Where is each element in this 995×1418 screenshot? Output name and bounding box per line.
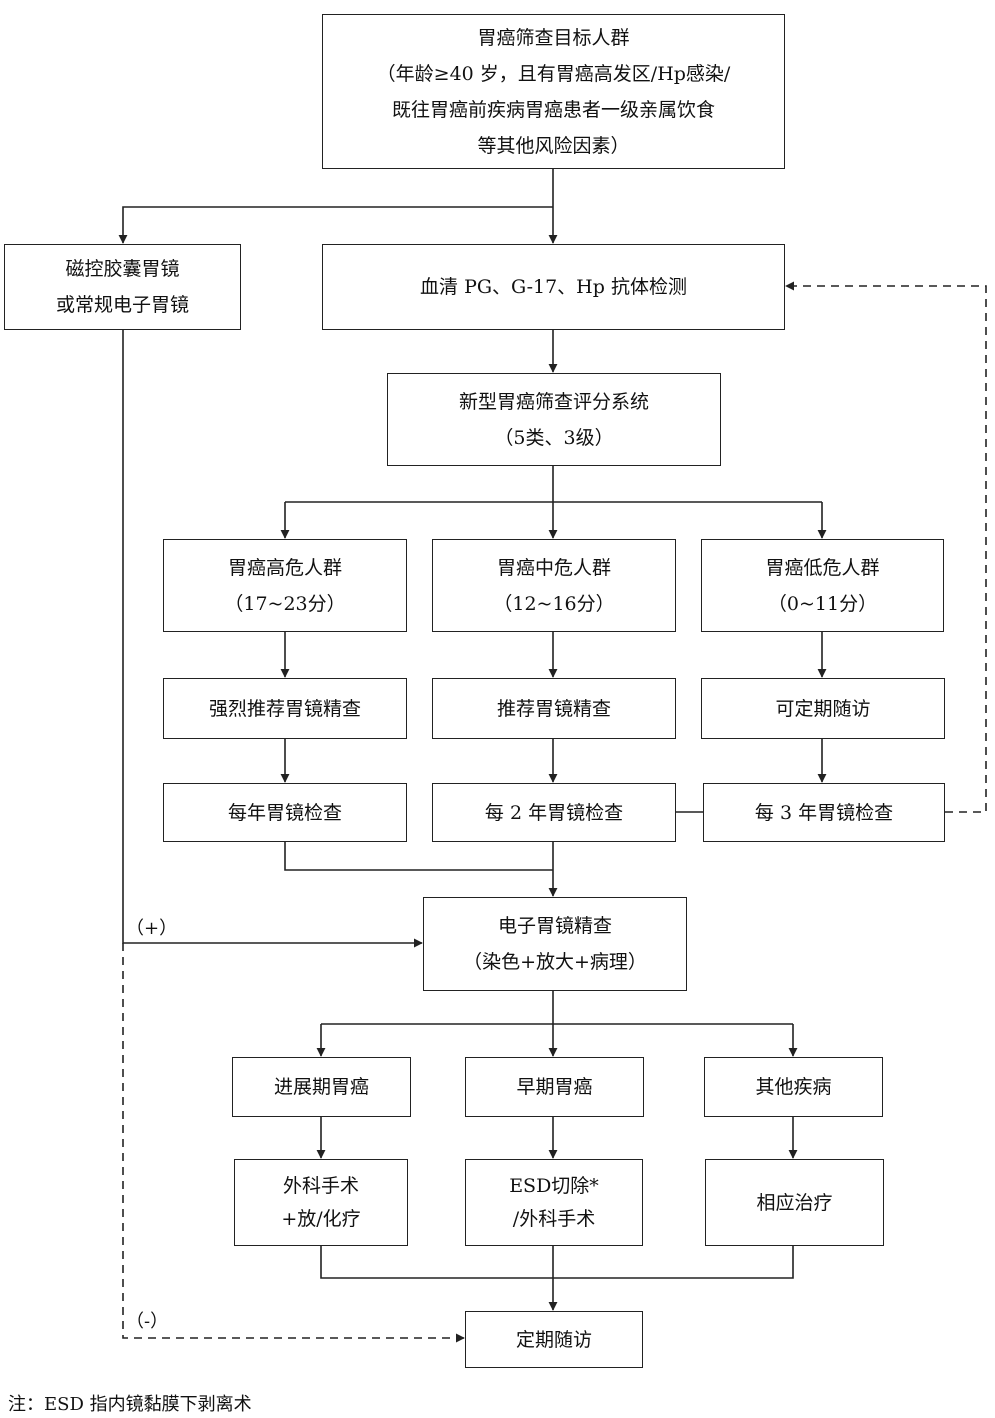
esd-box: ESD切除* /外科手术 — [465, 1159, 643, 1246]
edge-yearly-merge — [284, 841, 553, 871]
low-risk-line-2: （0~11分） — [767, 592, 878, 615]
negative-label: （-） — [126, 1311, 169, 1332]
early-cancer-label: 早期胃癌 — [516, 1076, 593, 1098]
footnote: 注：ESD 指内镜黏膜下剥离术 — [8, 1394, 252, 1415]
surgery-line-2: +放/化疗 — [281, 1207, 361, 1230]
three-year-exam-label: 每 3 年胃镜检查 — [754, 801, 894, 824]
serum-line-1: 血清 PG、G-17、Hp 抗体检测 — [420, 276, 687, 298]
target-line-3: 既往胃癌前疾病胃癌患者一级亲属饮食 — [391, 98, 715, 121]
scoring-system-box: 新型胃癌筛查评分系统 （5类、3级） — [387, 373, 721, 466]
other-disease-box: 其他疾病 — [704, 1057, 883, 1117]
capsule-line-2: 或常规电子胃镜 — [55, 294, 189, 316]
scoring-line-1: 新型胃癌筛查评分系统 — [458, 390, 649, 413]
edge-capsule-positive — [122, 329, 423, 948]
mid-risk-line-2: （12~16分） — [493, 592, 615, 615]
edge-3year-serum-dashed — [785, 281, 987, 813]
mid-risk-box: 胃癌中危人群 （12~16分） — [432, 539, 676, 632]
high-risk-box: 胃癌高危人群 （17~23分） — [163, 539, 407, 632]
target-line-4: 等其他风险因素） — [477, 134, 630, 157]
electronic-endoscopy-box: 电子胃镜精查 （染色+放大+病理） — [423, 897, 687, 991]
serum-test-box: 血清 PG、G-17、Hp 抗体检测 — [322, 244, 785, 330]
endoscopy-line-1: 电子胃镜精查 — [497, 915, 612, 937]
positive-label: （+） — [126, 918, 178, 939]
regular-followup-option-box: 可定期随访 — [701, 678, 945, 739]
corresponding-treatment-box: 相应治疗 — [705, 1159, 884, 1246]
recommend-box: 推荐胃镜精查 — [432, 678, 676, 739]
target-line-1: 胃癌筛查目标人群 — [477, 26, 630, 49]
edge-treatments-merge — [320, 1245, 794, 1279]
esd-line-2: /外科手术 — [512, 1207, 596, 1230]
endoscopy-line-2: （染色+放大+病理） — [463, 951, 647, 973]
regular-followup-box: 定期随访 — [465, 1311, 643, 1368]
high-risk-line-2: （17~23分） — [224, 592, 346, 615]
advanced-cancer-box: 进展期胃癌 — [232, 1057, 411, 1117]
esd-line-1: ESD切除* — [509, 1174, 599, 1197]
three-year-exam-box: 每 3 年胃镜检查 — [703, 783, 945, 842]
early-cancer-box: 早期胃癌 — [465, 1057, 644, 1117]
other-disease-label: 其他疾病 — [755, 1076, 832, 1098]
edge-target-capsule — [118, 206, 553, 244]
regular-followup-option-label: 可定期随访 — [775, 697, 871, 720]
scoring-line-2: （5类、3级） — [494, 426, 614, 449]
target-line-2: （年龄≥40 岁，且有胃癌高发区/Hp感染/ — [376, 62, 731, 85]
low-risk-line-1: 胃癌低危人群 — [765, 556, 880, 579]
low-risk-box: 胃癌低危人群 （0~11分） — [701, 539, 944, 632]
two-year-exam-box: 每 2 年胃镜检查 — [432, 783, 676, 842]
treatment-label: 相应治疗 — [756, 1191, 833, 1214]
capsule-line-1: 磁控胶囊胃镜 — [65, 258, 180, 280]
strong-recommend-label: 强烈推荐胃镜精查 — [208, 697, 361, 720]
surgery-line-1: 外科手术 — [282, 1174, 359, 1197]
edge-capsule-negative-dashed — [122, 943, 465, 1343]
capsule-endoscopy-box: 磁控胶囊胃镜 或常规电子胃镜 — [4, 244, 241, 330]
followup-label: 定期随访 — [515, 1328, 592, 1351]
target-population-box: 胃癌筛查目标人群 （年龄≥40 岁，且有胃癌高发区/Hp感染/ 既往胃癌前疾病胃… — [322, 14, 785, 169]
advanced-cancer-label: 进展期胃癌 — [273, 1076, 369, 1098]
mid-risk-line-1: 胃癌中危人群 — [496, 556, 611, 579]
two-year-exam-label: 每 2 年胃镜检查 — [484, 801, 624, 824]
yearly-exam-label: 每年胃镜检查 — [227, 801, 342, 824]
surgery-box: 外科手术 +放/化疗 — [234, 1159, 408, 1246]
high-risk-line-1: 胃癌高危人群 — [227, 556, 342, 579]
yearly-exam-box: 每年胃镜检查 — [163, 783, 407, 842]
strong-recommend-box: 强烈推荐胃镜精查 — [163, 678, 407, 739]
recommend-label: 推荐胃镜精查 — [496, 697, 611, 720]
